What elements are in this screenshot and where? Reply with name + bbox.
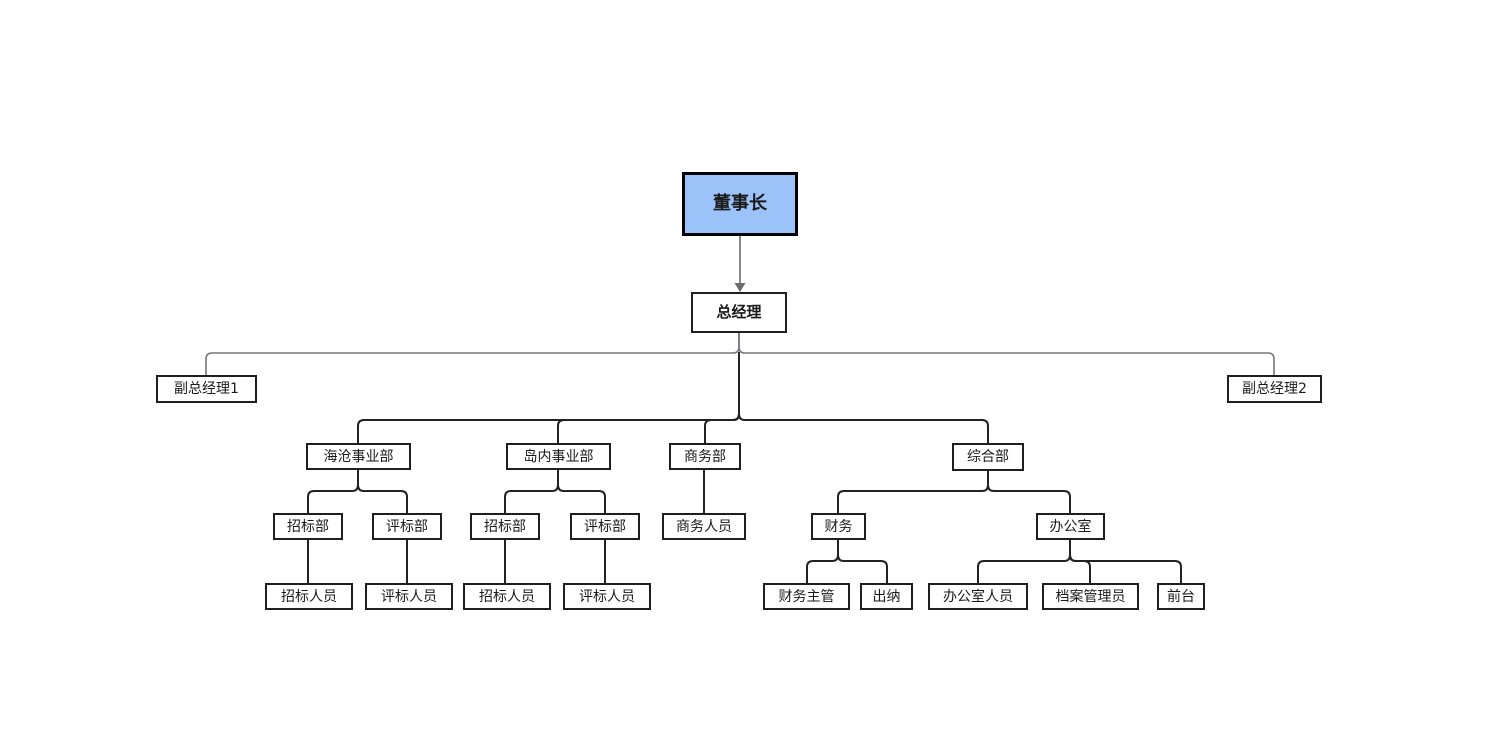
node-business-dept[interactable]: 商务部 (669, 443, 741, 470)
node-daonei-bidding-staff[interactable]: 招标人员 (463, 583, 551, 610)
node-office[interactable]: 办公室 (1036, 513, 1105, 540)
connector-daonei-bidding (504, 470, 559, 513)
connector-general-finance (837, 470, 989, 513)
arrowhead-gm (734, 283, 746, 292)
connector-office-frontdesk (1069, 540, 1182, 583)
node-daonei-evaluation-dept[interactable]: 评标部 (570, 513, 640, 540)
connector-gm-deputy1 (205, 333, 740, 375)
connector-general-office (987, 470, 1071, 513)
connector-gm-general-dept (738, 352, 989, 443)
node-haicang-bidding-staff[interactable]: 招标人员 (265, 583, 353, 610)
node-general-manager[interactable]: 总经理 (691, 292, 787, 333)
node-archives-manager[interactable]: 档案管理员 (1042, 583, 1139, 610)
node-general-dept[interactable]: 综合部 (952, 443, 1024, 471)
connector-haicang-bidding (307, 470, 359, 513)
connector-haicang-evaluation (357, 470, 408, 513)
connector-finance-supervisor (806, 540, 839, 583)
connector-gm-daonei (557, 352, 740, 443)
node-haicang-bidding-dept[interactable]: 招标部 (273, 513, 343, 540)
node-haicang-evaluation-staff[interactable]: 评标人员 (365, 583, 453, 610)
node-daonei-evaluation-staff[interactable]: 评标人员 (563, 583, 651, 610)
connector-office-staff (977, 540, 1071, 583)
node-deputy-gm-2[interactable]: 副总经理2 (1227, 375, 1322, 403)
node-office-staff[interactable]: 办公室人员 (928, 583, 1028, 610)
connector-daonei-evaluation (557, 470, 606, 513)
node-finance-supervisor[interactable]: 财务主管 (763, 583, 850, 610)
node-daonei-division[interactable]: 岛内事业部 (506, 443, 611, 470)
node-front-desk[interactable]: 前台 (1157, 583, 1205, 610)
connector-gm-business-dept (704, 352, 740, 443)
node-business-staff[interactable]: 商务人员 (662, 513, 746, 540)
node-haicang-evaluation-dept[interactable]: 评标部 (372, 513, 442, 540)
node-daonei-bidding-dept[interactable]: 招标部 (470, 513, 540, 540)
connector-gm-deputy2 (738, 333, 1275, 375)
node-cashier[interactable]: 出纳 (860, 583, 913, 610)
connector-gm-haicang (357, 352, 740, 443)
node-haicang-division[interactable]: 海沧事业部 (306, 443, 411, 470)
node-finance[interactable]: 财务 (811, 513, 866, 540)
connector-finance-cashier (837, 540, 888, 583)
node-deputy-gm-1[interactable]: 副总经理1 (156, 375, 257, 403)
node-chairman[interactable]: 董事长 (682, 172, 798, 236)
